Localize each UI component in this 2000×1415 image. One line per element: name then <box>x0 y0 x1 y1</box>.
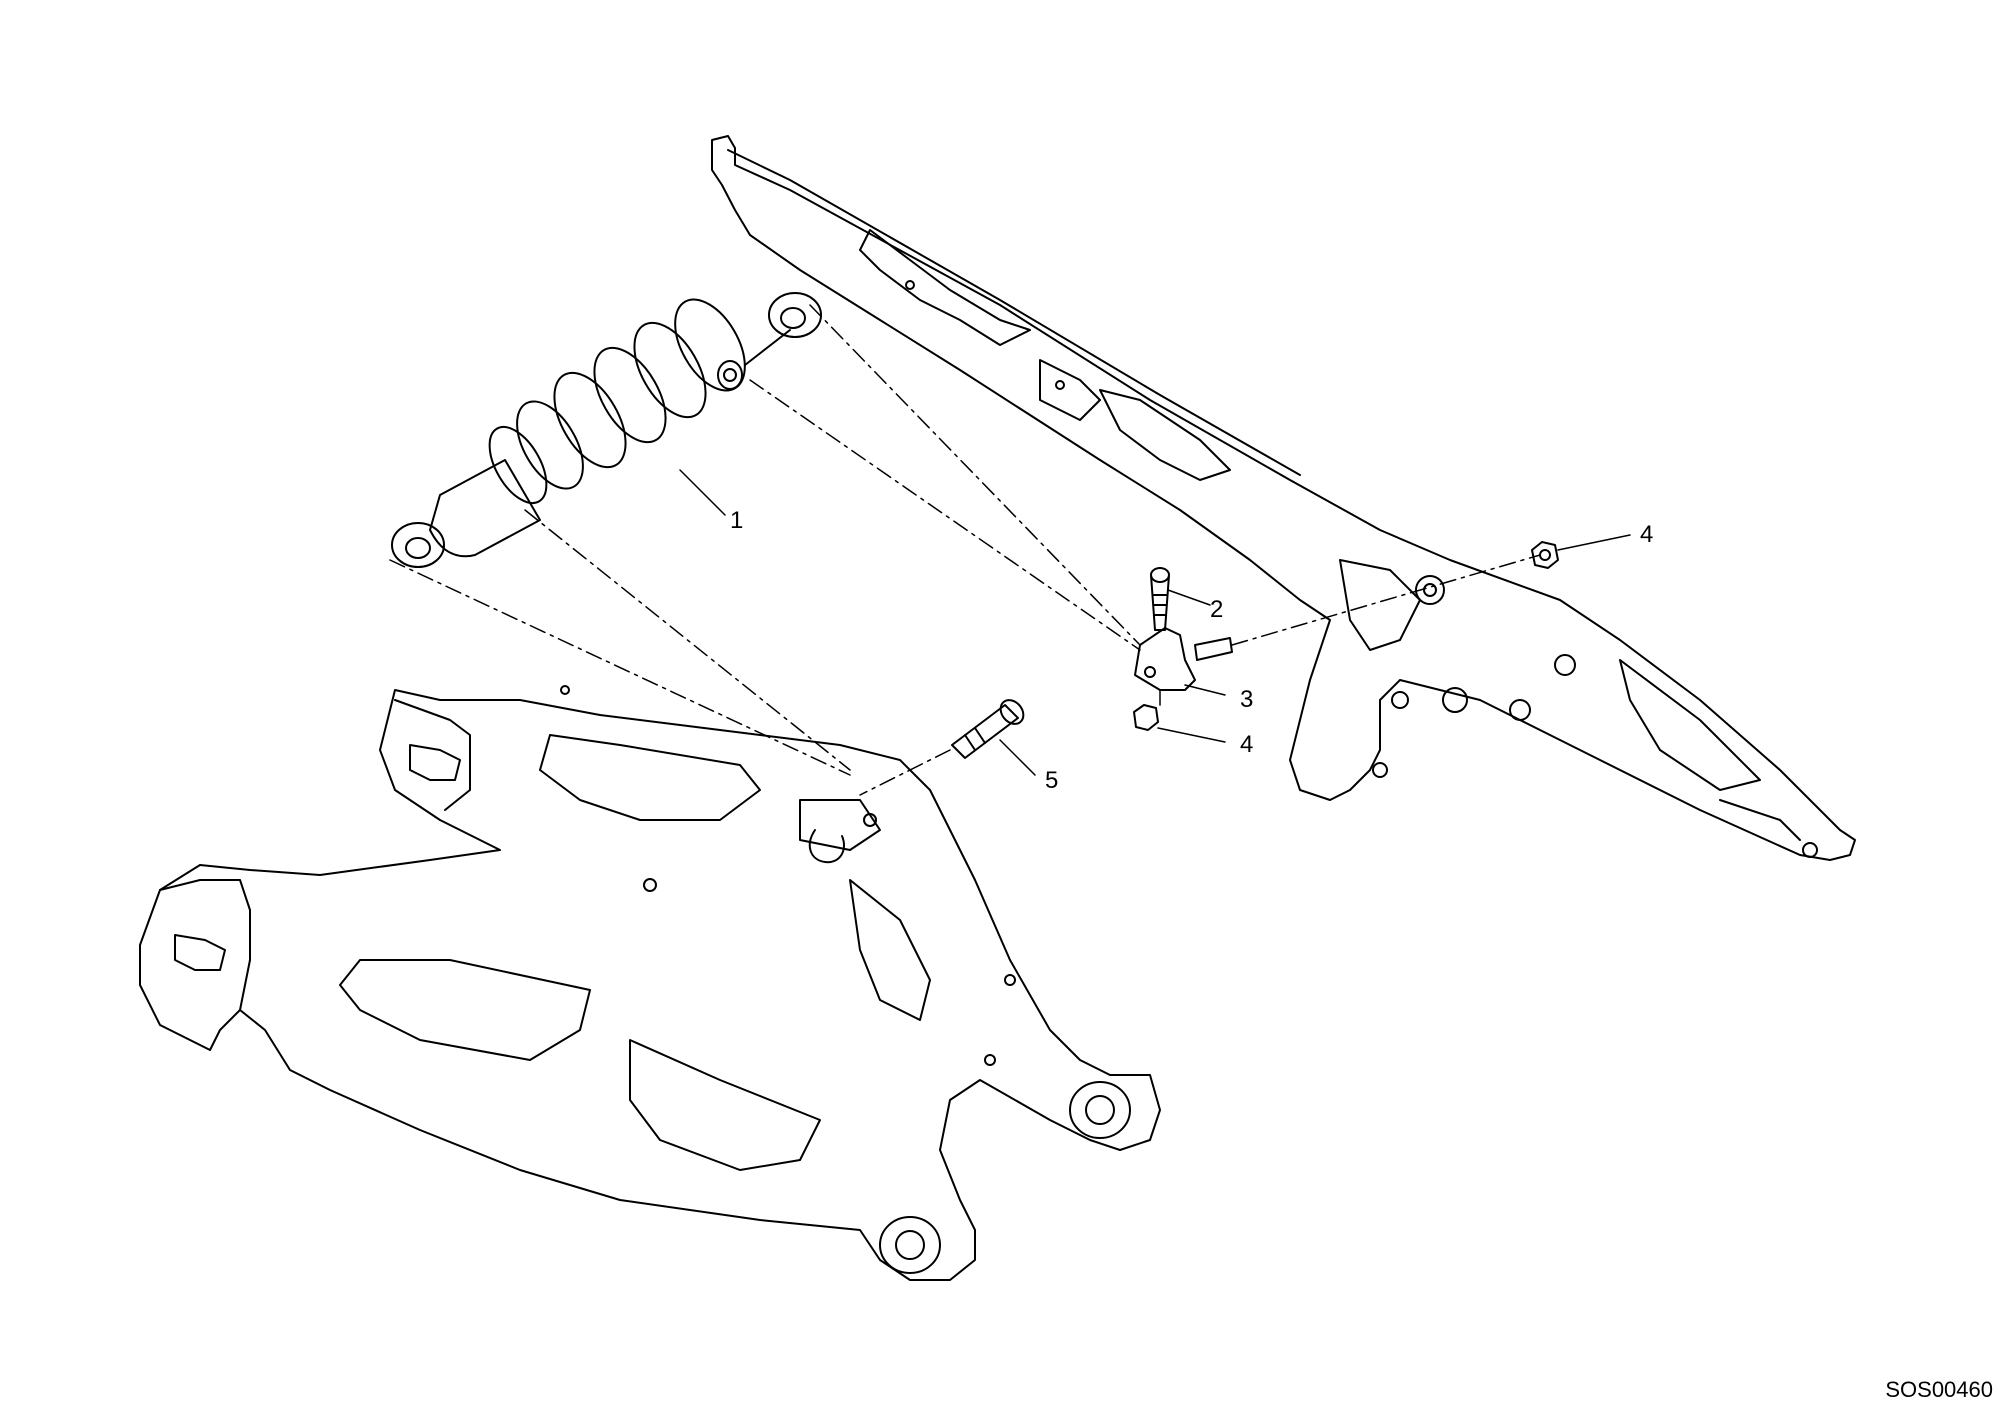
bracket-drawing <box>1134 627 1233 691</box>
callout-nut-frame: 4 <box>1640 521 1653 548</box>
callout-bracket: 3 <box>1240 686 1253 713</box>
leader-lines <box>679 469 1631 776</box>
callout-nut-lower: 4 <box>1240 731 1253 758</box>
bolt-lower-drawing <box>951 699 1025 759</box>
assembly-lines <box>389 304 1541 796</box>
callout-shock-absorber: 1 <box>730 507 743 534</box>
shock-absorber-drawing <box>391 292 822 568</box>
nut-frame-drawing <box>1531 541 1559 569</box>
callout-labels: 1 2 3 4 4 5 <box>730 507 1653 794</box>
nut-lower-drawing <box>1133 704 1159 731</box>
rear-subframe <box>711 135 1856 861</box>
swingarm <box>139 685 1161 1281</box>
callout-bolt-upper: 2 <box>1210 596 1223 623</box>
bolt-upper-drawing <box>1150 567 1170 631</box>
document-code: SOS00460 <box>1885 1377 1993 1402</box>
callout-bolt-lower: 5 <box>1045 767 1058 794</box>
